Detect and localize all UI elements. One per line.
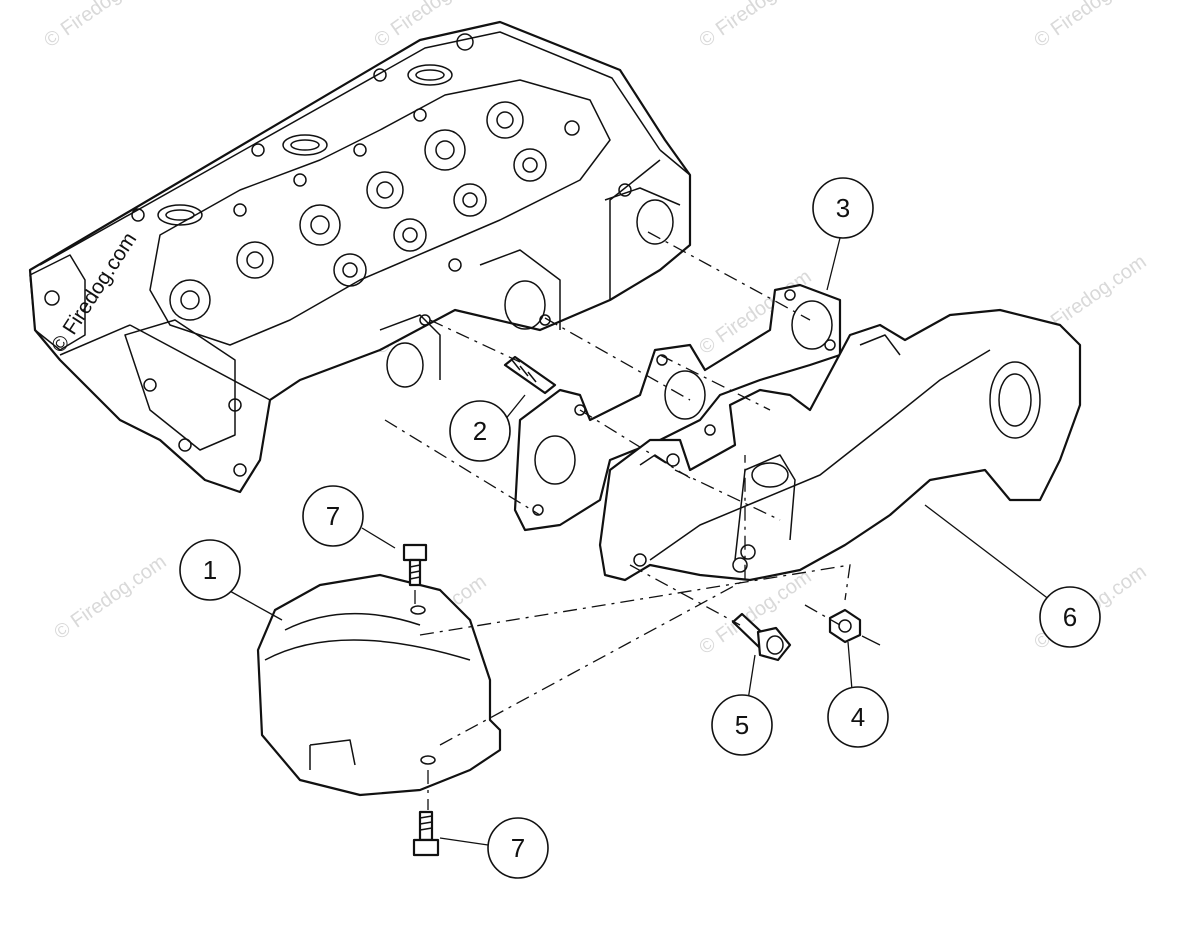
watermark-text: © Firedog.com [50,551,170,644]
callout-3: 3 [812,177,874,239]
exhaust-manifold-drawing [598,308,1082,582]
watermark-text: © Firedog.com [695,0,815,52]
watermark-text: © Firedog.com [1030,0,1150,52]
callout-7-bottom-label: 7 [511,833,525,863]
assembly-lines [384,231,851,810]
stud-drawing [503,355,557,395]
leader-lines [227,233,1051,846]
callout-2: 2 [449,400,511,462]
bolt-7-bottom-drawing [412,810,440,857]
heat-shield-drawing [256,573,502,797]
callout-7-bottom: 7 [487,817,549,879]
callout-6-label: 6 [1063,602,1077,632]
watermark-text: © Firedog.com [40,0,160,52]
callout-1-label: 1 [203,555,217,585]
bolt-7-top-drawing [402,543,428,587]
callout-4: 4 [827,686,889,748]
nut-4-drawing [828,608,862,644]
flange-bolt-5-drawing [731,612,792,662]
callout-3-label: 3 [836,193,850,223]
callout-7-top: 7 [302,485,364,547]
callout-6: 6 [1039,586,1101,648]
callout-1: 1 [179,539,241,601]
callout-2-label: 2 [473,416,487,446]
callout-5: 5 [711,694,773,756]
callout-5-label: 5 [735,710,749,740]
callout-7-top-label: 7 [326,501,340,531]
cylinder-head-drawing [28,20,692,494]
callout-4-label: 4 [851,702,865,732]
